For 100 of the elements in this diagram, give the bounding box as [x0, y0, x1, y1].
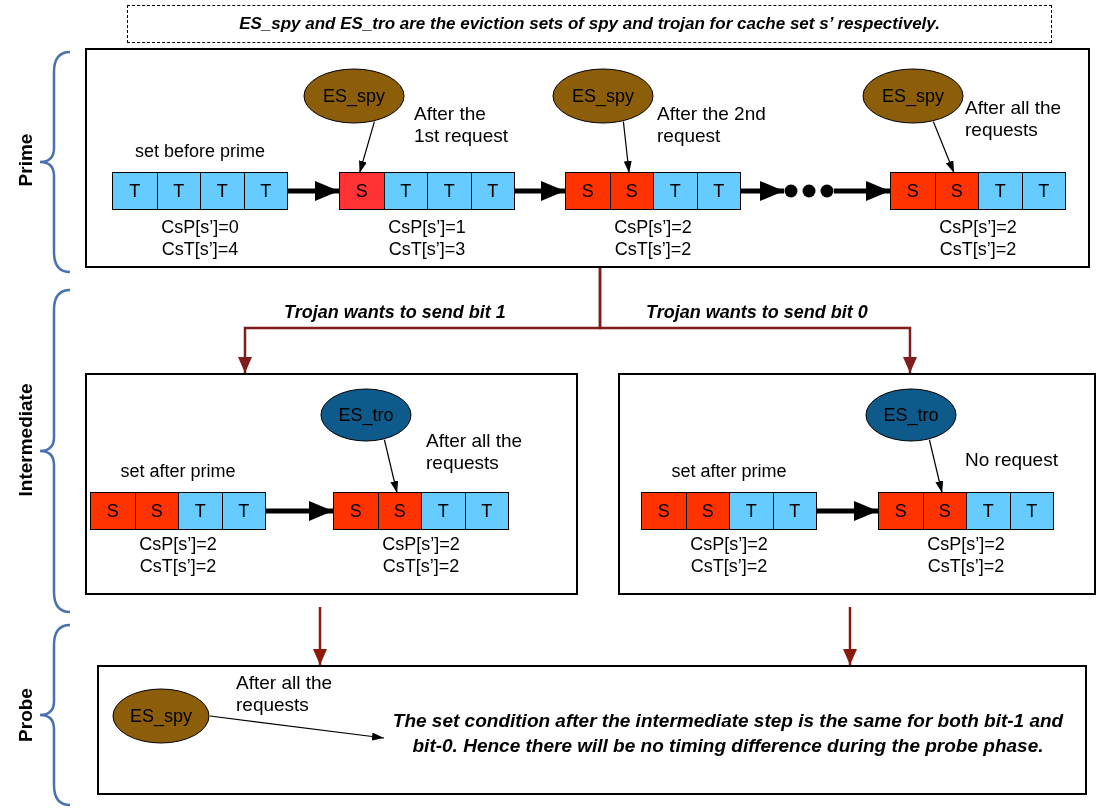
eviction-set-ellipse: ES_spy	[862, 68, 964, 124]
cache-line-cell: T	[200, 173, 244, 209]
caption-text: CsP[s’]=2	[613, 216, 693, 238]
arrow	[288, 181, 339, 201]
cache-line-cell: S	[340, 173, 384, 209]
phase-label: Intermediate	[15, 383, 37, 497]
arrow	[817, 501, 878, 521]
caption-text: CsT[s’]=4	[160, 238, 240, 260]
cache-set-row	[90, 492, 266, 530]
caption-text: CsT[s’]=2	[381, 555, 461, 577]
node-label: T	[129, 180, 141, 201]
note-box: ES_spy and ES_tro are the eviction sets of spy and trojan for cache set s’ respectively.	[127, 5, 1052, 43]
cache-line-cell: T	[696, 173, 740, 209]
arrow	[834, 181, 890, 201]
caption-text: CsP[s’]=1	[387, 216, 467, 238]
node-label: S	[581, 180, 594, 201]
caption-text: CsT[s’]=3	[387, 238, 467, 260]
arrow	[209, 715, 385, 741]
cache-line-cell: T	[1021, 173, 1065, 209]
caption-text: CsP[s’]=2	[689, 533, 769, 555]
eviction-set-ellipse: ES_tro	[865, 388, 957, 442]
cache-line-cell: S	[134, 493, 178, 529]
cache-line-cell: T	[729, 493, 773, 529]
eviction-set-ellipse: ES_spy	[112, 688, 210, 744]
cache-set-row	[890, 172, 1066, 210]
cache-line-cell: S	[334, 493, 378, 529]
cache-line-cell: T	[427, 173, 471, 209]
cache-line-cell: T	[421, 493, 465, 529]
cache-set-row	[878, 492, 1054, 530]
arrow	[928, 439, 944, 494]
caption-text: set after prime	[119, 460, 237, 482]
arrow	[598, 268, 917, 373]
caption-text: CsT[s’]=2	[689, 555, 769, 577]
cache-line-cell: S	[934, 173, 978, 209]
cache-set-row	[339, 172, 515, 210]
cache-line-cell: S	[609, 173, 653, 209]
cache-line-cell: T	[178, 493, 222, 529]
caption-text: set before prime	[133, 140, 267, 162]
node-label: S	[106, 500, 119, 521]
cache-line-cell: T	[464, 493, 508, 529]
caption-text: CsT[s’]=2	[926, 555, 1006, 577]
cache-set-row	[565, 172, 741, 210]
cache-line-cell: T	[156, 173, 200, 209]
cache-line-cell: S	[91, 493, 135, 529]
arrow	[622, 121, 632, 174]
caption-text: After all the requests	[965, 97, 1063, 141]
eviction-set-ellipse: ES_tro	[320, 388, 412, 442]
caption-text: CsP[s’]=2	[138, 533, 218, 555]
caption-text: After the 1st request	[414, 103, 509, 147]
cache-line-cell: S	[922, 493, 966, 529]
phase-label: Probe	[14, 688, 37, 742]
phase-panel	[85, 48, 1090, 268]
eviction-set-ellipse: ES_spy	[552, 68, 654, 124]
cache-line-cell: T	[978, 173, 1022, 209]
caption-text: CsP[s’]=2	[381, 533, 461, 555]
node-label: S	[657, 500, 670, 521]
cache-set-row	[641, 492, 817, 530]
caption-text: CsT[s’]=2	[613, 238, 693, 260]
phase-panel	[97, 665, 1087, 795]
arrow	[843, 607, 857, 665]
cache-line-cell: T	[470, 173, 514, 209]
ellipsis-dots	[784, 184, 834, 198]
arrow	[313, 607, 327, 665]
cache-line-cell: T	[966, 493, 1010, 529]
caption-text: No request	[965, 449, 1059, 471]
node-label: S	[906, 180, 919, 201]
cache-line-cell: S	[879, 493, 923, 529]
node-label: S	[894, 500, 907, 521]
cache-line-cell: T	[1009, 493, 1053, 529]
caption-text: CsT[s’]=2	[938, 238, 1018, 260]
eviction-set-ellipse: ES_spy	[303, 68, 405, 124]
cache-line-cell: S	[685, 493, 729, 529]
phase-label: Prime	[14, 133, 37, 187]
caption-text: After all the requests	[426, 430, 524, 474]
arrow	[741, 181, 784, 201]
cache-line-cell: T	[383, 173, 427, 209]
caption-text: CsT[s’]=2	[138, 555, 218, 577]
cache-set-row	[333, 492, 509, 530]
caption-text: set after prime	[670, 460, 788, 482]
arrow	[515, 181, 565, 201]
cache-line-cell: T	[243, 173, 287, 209]
cache-line-cell: T	[221, 493, 265, 529]
cache-set-row	[112, 172, 288, 210]
cache-line-cell: T	[653, 173, 697, 209]
caption-text: After all the requests	[236, 672, 334, 716]
caption-text: CsP[s’]=0	[160, 216, 240, 238]
arrow	[266, 501, 333, 521]
arrow	[932, 121, 955, 174]
phase-panel	[85, 373, 578, 595]
cache-line-cell: S	[891, 173, 935, 209]
cache-line-cell: S	[642, 493, 686, 529]
cache-line-cell: S	[377, 493, 421, 529]
phase-panel	[618, 373, 1096, 595]
arrow	[383, 439, 399, 494]
node-label: S	[349, 500, 362, 521]
cache-line-cell: S	[566, 173, 610, 209]
cache-line-cell: T	[772, 493, 816, 529]
arrow	[358, 121, 375, 174]
caption-text: After the 2nd request	[657, 103, 767, 147]
conclusion-text: The set condition after the intermediate step is the same for both bit-1 and bit-0. Hence there will be no timing difference during the probe phase.	[392, 708, 1064, 788]
